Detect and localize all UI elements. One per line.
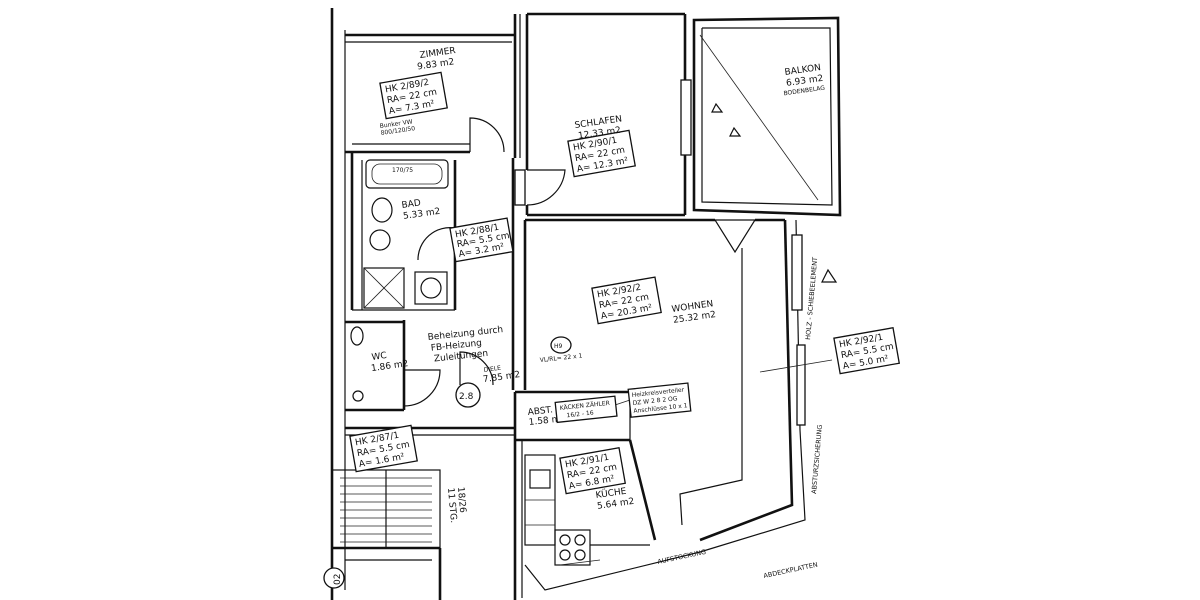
aufstockung-note: AUFSTOCKUNG — [657, 548, 707, 566]
h9-marker: H9 — [550, 336, 572, 354]
radiator-hk-2-87-1: HK 2/87/1 RA= 5.5 cm A= 1.6 m² — [349, 424, 418, 473]
walls — [330, 8, 842, 600]
stair-note-line2: 18/26 — [455, 487, 467, 514]
meter-note-line2: 16/2 - 16 — [566, 410, 594, 420]
triangle-markers — [711, 102, 838, 283]
heating-note: Beheizung durch FB-Heizung Zuleitungen — [427, 325, 503, 364]
bunker-note: Bunker VW 800/120/50 — [379, 118, 415, 137]
kitchen-fixtures — [524, 454, 701, 591]
windows — [514, 79, 806, 426]
room-name: BAD — [401, 198, 422, 211]
abdeckplatten-note: ABDECKPLATTEN — [763, 561, 819, 580]
meter-note: KÄCKEN ZÄHLER 16/2 - 16 — [554, 395, 618, 424]
page-marker: 02 — [323, 567, 345, 589]
h9-label: H9 — [554, 343, 563, 350]
room-diele: DIELE 7.85 m2 — [482, 365, 520, 386]
bunker-note-line2: 800/120/50 — [380, 125, 415, 137]
room-balkon: BALKON 6.93 m2 BODENBELAG — [783, 63, 826, 97]
room-name: DIELE — [483, 365, 501, 374]
circle-2-8-label: 2.8 — [459, 392, 474, 402]
room-wohnen: WOHNEN 25.32 m2 — [671, 299, 717, 326]
page-marker-label: 02 — [333, 574, 343, 585]
room-name: KÜCHE — [595, 486, 628, 501]
bathtub-dimension: 170/75 — [392, 167, 413, 174]
bathroom-fixtures — [350, 159, 449, 402]
room-name: WC — [371, 351, 387, 363]
vlrl-note: VL/RL= 22 x 1 — [539, 353, 582, 364]
circle-2-8-marker: 2.8 — [455, 382, 481, 408]
radiator-hk-2-88-1: HK 2/88/1 RA= 5.5 cm A= 3.2 m² — [449, 217, 514, 263]
stair-note: 11 STG. 18/26 — [445, 487, 467, 524]
room-bad: BAD 5.33 m2 — [401, 198, 441, 221]
stair-note-line1: 11 STG. — [445, 487, 458, 523]
schiebeelement-note: HOLZ - SCHIEBEELEMENT — [804, 257, 819, 340]
radiator-hk-2-92-1: HK 2/92/1 RA= 5.5 cm A= 5.0 m² — [833, 327, 901, 375]
heizverteiler-line2: DZ W 2 8 2 OG — [632, 395, 678, 407]
bunker-note-line1: Bunker VW — [379, 118, 413, 130]
staircase — [331, 469, 441, 549]
radiator-hk-2-91-1: HK 2/91/1 RA= 22 cm A= 6.8 m² — [559, 447, 627, 495]
room-zimmer: ZIMMER 9.83 m2 — [417, 46, 457, 72]
room-name: ABST. — [527, 405, 553, 418]
radiator-hk-2-89-2: HK 2/89/2 RA= 22 cm A= 7.3 m² — [379, 71, 448, 120]
absturzsicherung-note: ABSTURZSICHERUNG — [810, 424, 824, 494]
heizverteiler-note: Heizkreisverteiler DZ W 2 8 2 OG Anschlü… — [627, 382, 692, 418]
room-kueche: KÜCHE 5.64 m2 — [595, 486, 635, 512]
radiator-hk-2-92-2: HK 2/92/2 RA= 22 cm A= 20.3 m² — [591, 276, 662, 325]
